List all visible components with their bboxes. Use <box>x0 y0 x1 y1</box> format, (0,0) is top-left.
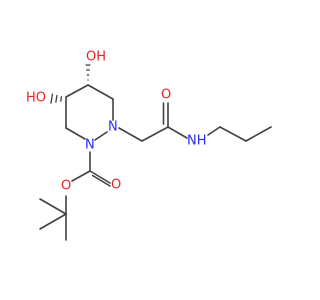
atom-label-o-amide: O <box>161 88 171 103</box>
ring-bonds <box>65 84 114 141</box>
boc-bonds <box>39 151 111 241</box>
hash-bond-c5-ho <box>50 93 63 104</box>
bond-c4-c3 <box>87 84 114 100</box>
hash-bond-c4-oh <box>85 64 91 81</box>
bond-ccarbonyl-ocarbonyl <box>89 170 111 184</box>
bond-c6-n1 <box>65 127 86 140</box>
bond-ccarbonyl-oester <box>71 170 91 182</box>
bond-propyl-c1-c2 <box>219 126 247 142</box>
bond-n2-ch2 <box>118 127 143 142</box>
atom-label-nh-amide: NH <box>187 134 207 149</box>
bond-c4-c5 <box>65 84 89 98</box>
atom-label-o-ester: O <box>61 179 71 194</box>
atom-label-oh-top: OH <box>86 50 106 65</box>
bond-ccarbonyl-ocarbonyl-double <box>91 174 111 187</box>
bond-nh-c1 <box>207 126 221 136</box>
bond-ch2-camide <box>141 126 169 142</box>
atom-labels: OH HO N N O NH O O <box>26 50 207 194</box>
molecule-canvas: OH HO N N O NH O O <box>26 49 272 241</box>
atom-label-n-ring-bottom: N <box>85 138 95 153</box>
side-chain-bonds <box>118 102 272 142</box>
stereo-hash-bonds <box>50 64 91 104</box>
atom-label-n-ring-right: N <box>108 120 118 135</box>
bond-propyl-c2-c3 <box>245 126 272 142</box>
bond-cq-me3 <box>39 213 67 230</box>
bond-n2-n1 <box>94 131 108 141</box>
bond-cq-me2 <box>39 198 67 215</box>
atom-label-ho-left: HO <box>26 91 46 106</box>
structure-drawing: OH HO N N O NH O O <box>26 50 272 241</box>
bond-camide-nh <box>167 126 188 139</box>
atom-label-o-carbonyl: O <box>111 178 121 193</box>
